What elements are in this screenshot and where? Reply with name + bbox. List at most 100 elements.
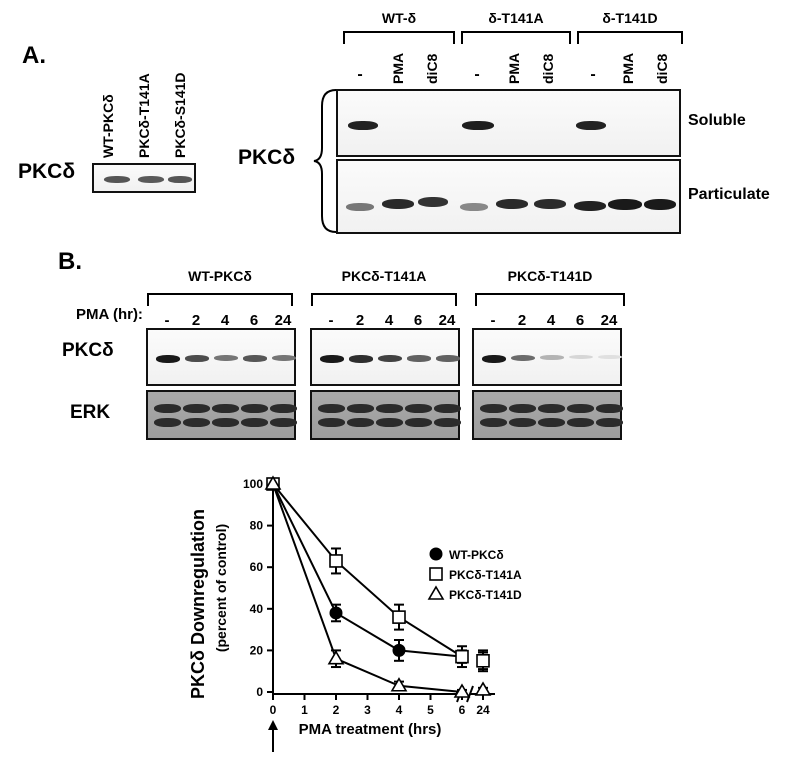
band (376, 418, 403, 427)
band (644, 199, 676, 210)
time-label: - (328, 312, 334, 329)
frac-lane-label: diC8 (540, 53, 556, 84)
legend-marker-2 (429, 567, 443, 581)
small-blot-lane-1-label: WT-PKCδ (100, 94, 116, 158)
panel-b-letter: B. (58, 248, 82, 275)
band (567, 418, 594, 427)
time-label: - (490, 312, 496, 329)
band (382, 199, 414, 209)
band (154, 404, 181, 413)
time-label: 24 (600, 312, 618, 329)
time-label: 4 (220, 312, 230, 329)
erk-row-label: ERK (70, 402, 111, 423)
band (156, 355, 180, 363)
series-line-2 (272, 483, 463, 658)
band (418, 197, 448, 207)
y-tick-label: 80 (250, 519, 264, 533)
band (154, 418, 181, 427)
band (509, 418, 536, 427)
band (318, 404, 345, 413)
time-label: 6 (413, 312, 423, 329)
fractionation-brace (313, 89, 337, 233)
x-tick-label: 4 (396, 703, 403, 717)
frac-lane-label: diC8 (424, 53, 440, 84)
time-label: 2 (191, 312, 201, 329)
series-line-3 (272, 483, 463, 693)
soluble-row-label: Soluble (688, 112, 746, 129)
band (480, 404, 507, 413)
series-2-point (329, 554, 343, 568)
time-label: 2 (517, 312, 527, 329)
y-tick-label: 60 (250, 560, 264, 574)
band (212, 418, 239, 427)
legend-marker-1 (429, 547, 443, 561)
band (460, 203, 488, 211)
legend-label-1: WT-PKCδ (449, 548, 504, 562)
erk-blot-image (146, 390, 297, 440)
band (214, 355, 238, 362)
band (462, 121, 494, 130)
series-3-point (474, 681, 492, 696)
frac-lane-label: - (590, 66, 596, 83)
frac-lane-label: PMA (620, 52, 636, 84)
band (376, 404, 403, 413)
x-axis-label: PMA treatment (hrs) (299, 721, 442, 738)
band (347, 418, 374, 427)
small-blot-lane-3-label: PKCδ-S141D (172, 72, 188, 158)
frac-lane-label: diC8 (654, 53, 670, 84)
band (349, 355, 373, 363)
pkc-blot-image (472, 328, 622, 386)
series-2-point (455, 649, 469, 664)
band (138, 176, 164, 183)
y-tick-label: 100 (243, 477, 263, 491)
fractionation-group-3-label: δ-T141D (602, 10, 658, 26)
x-tick-label: 1 (301, 703, 308, 717)
series-1-point (392, 643, 406, 657)
band (574, 201, 606, 211)
small-blot-image (92, 163, 196, 193)
x-tick-label: 6 (459, 703, 466, 717)
small-blot-row-label: PKCδ (18, 160, 76, 183)
series-3-point (327, 650, 345, 665)
band (104, 176, 130, 183)
y-axis-label-2: (percent of control) (213, 524, 229, 652)
time-label: 24 (274, 312, 292, 329)
y-tick-label: 40 (250, 602, 264, 616)
timecourse-group-1-label: WT-PKCδ (188, 268, 252, 284)
series-2-point (392, 610, 406, 624)
timecourse-group-brackets (147, 293, 457, 306)
x-tick-label: 3 (364, 703, 371, 717)
band (183, 404, 210, 413)
series-2-point (476, 654, 490, 668)
x-tick-label: 5 (427, 703, 434, 717)
x-tick-label: 2 (333, 703, 340, 717)
fractionation-group-1-label: WT-δ (381, 10, 417, 26)
y-tick-label: 20 (250, 643, 264, 657)
y-tick-label: 0 (256, 685, 263, 699)
band (480, 418, 507, 427)
series-3-point (264, 475, 282, 490)
band (509, 404, 536, 413)
erk-blot-image (310, 390, 461, 440)
band (320, 355, 344, 363)
band (598, 355, 622, 360)
small-blot-lane-2-label: PKCδ-T141A (136, 73, 152, 158)
band (482, 355, 506, 363)
axis-break-mark (466, 685, 474, 703)
band (405, 418, 432, 427)
time-label: 6 (249, 312, 259, 329)
series-line-1 (272, 483, 463, 658)
band (596, 418, 623, 427)
band (348, 121, 378, 130)
y-axis-label: PKCδ Downregulation (188, 509, 208, 699)
series-3-point (390, 677, 408, 692)
frac-lane-label: PMA (390, 52, 406, 84)
band (270, 404, 297, 413)
erk-blot-image (472, 390, 623, 440)
timecourse-group-3-label: PKCδ-T141D (507, 268, 593, 284)
band (436, 355, 460, 362)
band (567, 404, 594, 413)
particulate-row-label: Particulate (688, 186, 770, 203)
band (434, 418, 461, 427)
band (270, 418, 297, 427)
